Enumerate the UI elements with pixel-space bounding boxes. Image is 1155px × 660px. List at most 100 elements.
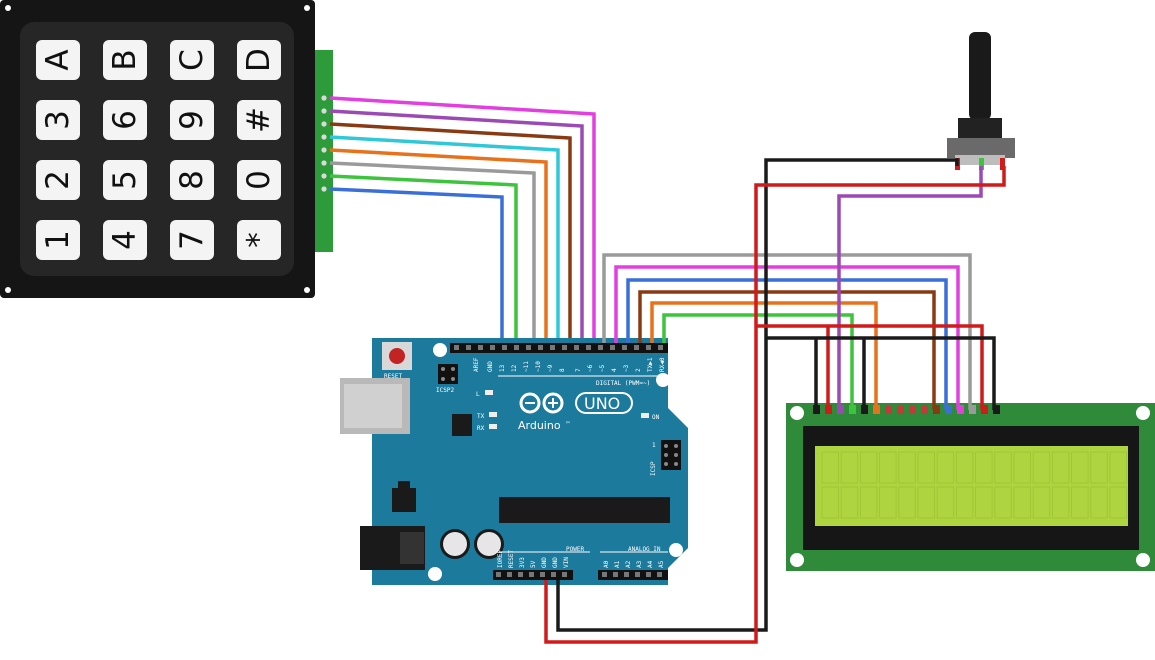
lcd-pin <box>957 405 964 414</box>
keypad-key[interactable]: 8 <box>170 160 214 200</box>
wire-keypad-2 <box>329 109 584 343</box>
lcd-16x2 <box>786 403 1155 571</box>
keypad-key[interactable]: 6 <box>103 100 147 140</box>
lcd-pin <box>933 405 940 414</box>
lcd-wires <box>544 158 1006 644</box>
keypad-key[interactable]: * <box>237 220 281 260</box>
analog-pin <box>646 572 651 577</box>
digital-pin <box>574 345 579 350</box>
brand-label: Arduino <box>518 419 561 432</box>
digital-label: DIGITAL (PWM=~) <box>596 380 650 387</box>
keypad-key[interactable]: 9 <box>170 100 214 140</box>
digital-pin-label: ~5 <box>599 364 606 372</box>
keypad-key[interactable]: 7 <box>170 220 214 260</box>
keypad-connector-pin <box>321 147 327 153</box>
keypad-key[interactable]: C <box>170 40 214 80</box>
led-tx <box>489 412 497 417</box>
icsp-pin-1: 1 <box>652 442 656 449</box>
power-pin-label: GND <box>552 557 559 568</box>
power-pin-label: 3V3 <box>519 557 526 568</box>
keypad-key[interactable]: B <box>103 40 147 80</box>
analog-pin-label: A2 <box>625 560 632 568</box>
analog-pin-label: A5 <box>658 560 665 568</box>
trademark: ™ <box>566 421 570 428</box>
lcd-char-cell <box>956 451 974 484</box>
analog-pin <box>602 572 607 577</box>
keypad-connector-pin <box>321 186 327 192</box>
tx-label: TX <box>477 413 485 420</box>
wire-orange-en <box>650 301 878 410</box>
keypad-key[interactable]: 5 <box>103 160 147 200</box>
digital-pin <box>502 345 507 350</box>
wire-keypad-8 <box>329 187 504 343</box>
usb-chip <box>452 414 472 436</box>
power-pin <box>518 572 523 577</box>
potentiometer <box>947 32 1015 170</box>
lcd-char-cell <box>994 486 1012 519</box>
gnd-label: GND <box>487 361 494 372</box>
mount-hole <box>656 373 670 387</box>
keypad-key-label: 7 <box>174 230 210 250</box>
lcd-char-cell <box>821 451 839 484</box>
keypad-key[interactable]: 1 <box>36 220 80 260</box>
wire-keypad-6 <box>329 161 536 343</box>
board-pcb <box>372 338 688 585</box>
wire-keypad-7 <box>329 174 518 343</box>
wire-keypad-5 <box>329 148 548 343</box>
power-pin-label: IOREF <box>497 550 504 568</box>
wire-brown-d4 <box>638 290 936 410</box>
wire-blue-d5 <box>626 278 948 410</box>
keypad-key[interactable]: A <box>36 40 80 80</box>
digital-pin <box>466 345 471 350</box>
wire-keypad-3 <box>329 122 572 343</box>
keypad-key[interactable]: 4 <box>103 220 147 260</box>
lcd-char-cell <box>898 486 916 519</box>
power-pin <box>540 572 545 577</box>
digital-pin-label: 7 <box>575 368 582 372</box>
lcd-char-cell <box>975 451 993 484</box>
lcd-char-cell <box>994 451 1012 484</box>
keypad-key[interactable]: 2 <box>36 160 80 200</box>
analog-pin-label: A4 <box>647 560 654 568</box>
wire-purple-vo <box>837 166 983 410</box>
keypad-key-label: D <box>241 48 277 72</box>
keypad-key-label: 9 <box>174 110 210 130</box>
keypad-key-label: 6 <box>107 110 143 130</box>
digital-pin <box>514 345 519 350</box>
mount-hole <box>433 343 447 357</box>
lcd-char-cell <box>1052 451 1070 484</box>
keypad-connector-pin <box>321 134 327 140</box>
analog-pin-label: A0 <box>603 560 610 568</box>
digital-pin <box>550 345 555 350</box>
icsp-header: ICSP 1 <box>650 440 681 476</box>
digital-pin-label: ~6 <box>587 364 594 372</box>
digital-pin-label: 13 <box>499 364 506 372</box>
digital-header <box>450 343 668 353</box>
lcd-char-cell <box>879 486 897 519</box>
lcd-char-cell <box>1109 451 1127 484</box>
lcd-char-cell <box>1013 486 1031 519</box>
digital-pin-label: ~11 <box>523 361 530 372</box>
rx-label: RX <box>477 425 485 432</box>
lcd-char-cell <box>1090 486 1108 519</box>
keypad-key[interactable]: 0 <box>237 160 281 200</box>
wire-keypad-1 <box>329 96 596 343</box>
keypad-key-label: 0 <box>241 170 277 190</box>
keypad-key[interactable]: 3 <box>36 100 80 140</box>
model-label: UNO <box>584 394 620 413</box>
led-l <box>485 390 493 395</box>
lcd-char-cell <box>1032 486 1051 519</box>
power-label: POWER <box>566 546 584 553</box>
keypad-key[interactable]: D <box>237 40 281 80</box>
keypad-wires <box>329 96 596 343</box>
digital-pin <box>598 345 603 350</box>
lcd-char-cell <box>1071 486 1089 519</box>
on-label: ON <box>652 414 660 421</box>
wire-red-5v <box>544 166 1006 644</box>
keypad-key[interactable]: # <box>237 100 281 140</box>
digital-pin <box>634 345 639 350</box>
keypad-key-label: C <box>174 49 210 71</box>
